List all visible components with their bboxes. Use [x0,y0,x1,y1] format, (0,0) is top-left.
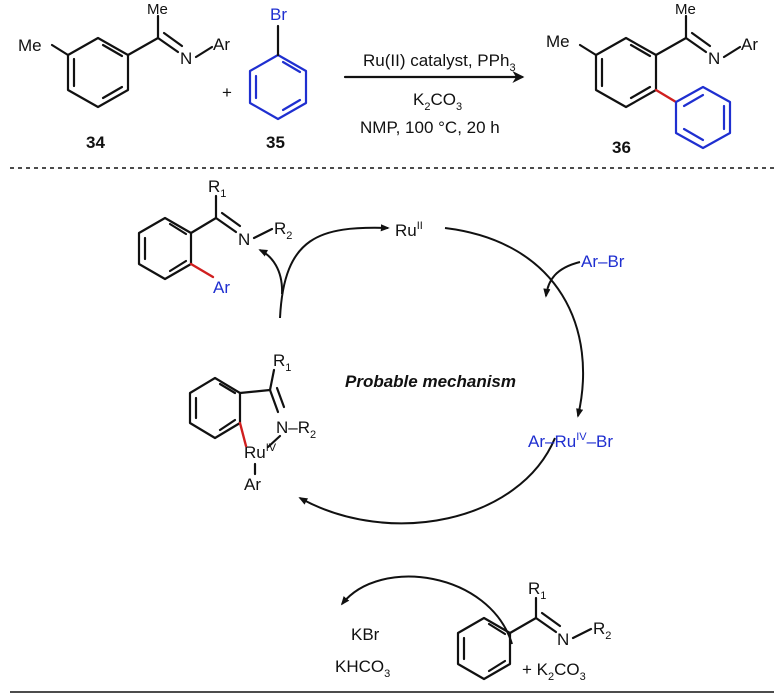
methyl-label: Me [18,36,42,55]
ar-label: Ar [741,35,758,54]
n-atom-label: N [238,230,250,249]
condition-solvent-temp-time: NMP, 100 °C, 20 h [360,118,500,137]
r1-label: R1 [208,177,226,200]
new-cc-bond [654,88,678,104]
plus-sign: + [222,83,232,102]
ru-iv-label: RuIV [244,442,277,462]
benzene-ring [188,376,242,440]
compound-number: 35 [266,133,285,152]
ru-ii-label: RuII [395,220,423,240]
khco3-byproduct: KHCO3 [335,657,390,680]
ruthenacycle-intermediate: R1 N–R2 RuIV Ar [188,351,316,494]
reactant-35: Br 35 [248,5,308,152]
oxidative-adduct: Ar–RuIV–Br [528,431,613,451]
r1-label: R1 [273,351,291,374]
product-36: Me Me N Ar 36 [546,1,758,157]
bromine-label: Br [270,5,287,24]
byproduct-release-arrow [340,575,513,645]
compound-number: 36 [612,138,631,157]
mechanism-title: Probable mechanism [345,372,516,391]
benzene-ring-36 [594,36,658,109]
phenyl-ring-36 [674,85,732,150]
benzene-ring-34 [66,36,130,109]
kbr-byproduct: KBr [351,625,380,644]
new-aryl-bond [189,262,215,279]
base-k2co3-label: + K2CO3 [522,660,586,683]
methyl-label: Me [147,1,168,18]
condition-base: K2CO3 [413,90,462,113]
n-r2-label: N–R2 [276,418,316,441]
ar-br-entry-arrow [543,261,581,298]
ru-aryl-bond [238,421,248,448]
compound-number: 34 [86,133,105,152]
imine-substrate: R1 N R2 + K2CO3 [456,579,611,683]
cycle-arc-top-left [279,224,390,319]
r1-label: R1 [528,579,546,602]
methyl-label: Me [675,1,696,18]
ar-label: Ar [213,35,230,54]
benzene-ring [137,216,193,281]
product-release-arrow [258,249,284,295]
mechanism-product: R1 N R2 Ar [137,177,292,297]
r2-label: R2 [593,619,611,642]
ar-label: Ar [244,475,261,494]
cycle-arc-right [444,227,585,418]
reactant-34: Me Me N Ar 34 [18,1,230,152]
ar-br-reagent: Ar–Br [581,252,625,271]
n-atom-label: N [708,49,720,68]
cycle-arc-bottom [298,437,556,525]
condition-catalyst: Ru(II) catalyst, PPh3 [363,51,516,74]
n-atom-label: N [180,49,192,68]
benzene-ring-35 [248,53,308,121]
n-atom-label: N [557,630,569,649]
r2-label: R2 [274,219,292,242]
benzene-ring [456,616,512,681]
methyl-label: Me [546,32,570,51]
ar-label: Ar [213,278,230,297]
